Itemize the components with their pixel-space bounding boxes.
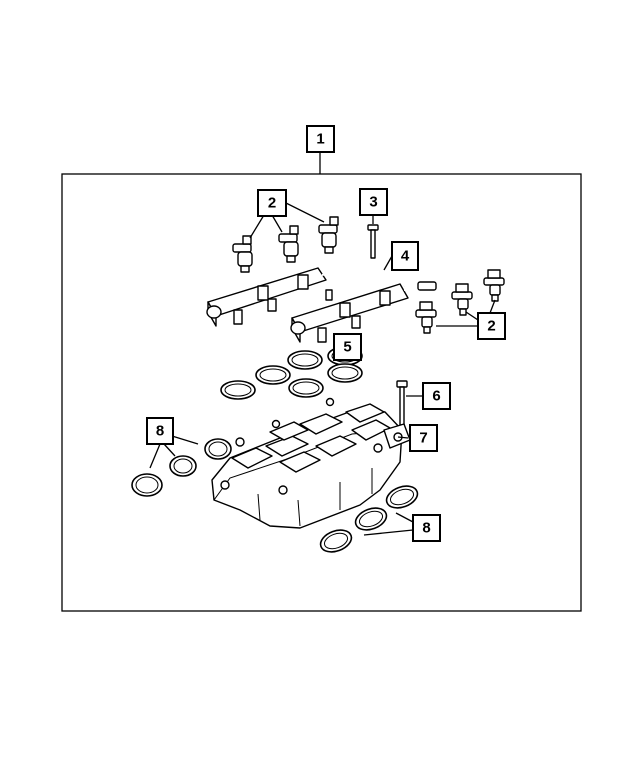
svg-text:3: 3 [369,194,377,211]
callout-8-gaskets-left: 8 [146,417,174,445]
intake-gasket-lower-left [131,438,232,497]
fuel-rail-left [206,267,327,327]
intake-manifold [211,397,411,529]
fuel-injector-right-3 [415,301,437,334]
svg-text:2: 2 [268,195,276,212]
svg-text:1: 1 [316,131,324,148]
callout-8-gaskets-right: 8 [412,514,441,542]
rail-bolt [325,289,333,301]
fuel-injector-right-1 [451,283,473,316]
svg-text:4: 4 [401,248,410,265]
intake-gasket-upper [220,346,363,400]
svg-text:8: 8 [156,423,164,440]
fuel-injector-right-2 [483,269,505,302]
leader-lines [149,202,496,536]
callout-1: 1 [306,125,335,153]
svg-text:6: 6 [432,388,440,405]
callout-6: 6 [422,382,451,410]
fuel-injector-left-3 [318,216,339,254]
svg-text:2: 2 [487,318,495,335]
bolt-6 [396,380,408,426]
fuel-injector-left-1 [232,235,253,273]
callout-3: 3 [359,188,388,216]
callout-4: 4 [391,241,419,271]
callout-2-injectors-left: 2 [257,189,287,217]
manifold-runners [231,403,391,473]
assembly-frame [61,173,582,612]
bolt-3 [367,224,379,259]
callout-2-injectors-right: 2 [477,312,506,340]
fuel-injector-left-2 [278,225,299,263]
callout-5: 5 [333,333,362,361]
svg-text:5: 5 [343,339,351,356]
svg-text:8: 8 [422,520,430,537]
fuel-rail-right [290,283,409,343]
callout-7: 7 [409,424,438,452]
svg-text:7: 7 [419,430,427,447]
intake-gasket-lower-right [319,485,419,553]
